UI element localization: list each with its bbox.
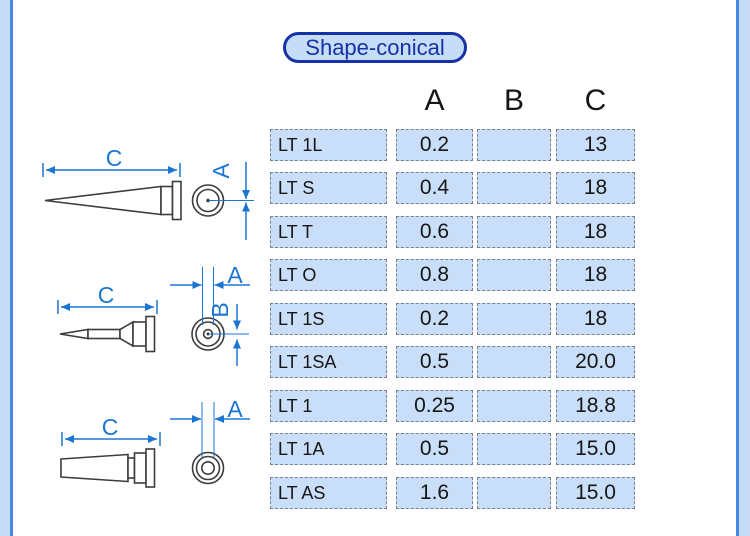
dim-label-c: C bbox=[102, 414, 119, 440]
model-cell: LT 1S bbox=[270, 303, 387, 335]
column-header-c: C bbox=[584, 84, 607, 117]
dim-b-cell bbox=[477, 390, 551, 422]
table-row: LT O 0.8 18 bbox=[0, 259, 750, 291]
table-row: LT T 0.6 18 bbox=[0, 216, 750, 248]
table-row: LT 1 0.25 18.8 bbox=[0, 390, 750, 422]
model-cell: LT 1A bbox=[270, 433, 387, 465]
dim-c-cell: 20.0 bbox=[556, 346, 635, 378]
dim-label-a: A bbox=[227, 262, 243, 288]
dim-b-cell bbox=[477, 129, 551, 161]
tip-front-view bbox=[191, 184, 225, 217]
diagram-truncated-conical: C A bbox=[60, 396, 250, 488]
dim-label-a: A bbox=[227, 396, 243, 422]
tip-front-view bbox=[191, 451, 225, 485]
dim-b-cell bbox=[477, 433, 551, 465]
model-cell: LT T bbox=[270, 216, 387, 248]
diagram-long-conical: C A bbox=[42, 145, 254, 240]
dim-c-cell: 18 bbox=[556, 216, 635, 248]
dim-c-cell: 15.0 bbox=[556, 477, 635, 509]
tip-diagrams: C A C bbox=[42, 145, 254, 488]
tip-side-view bbox=[44, 180, 182, 221]
tip-front-view bbox=[191, 317, 225, 351]
dim-c-cell: 18 bbox=[556, 172, 635, 204]
dim-label-b: B bbox=[207, 302, 233, 317]
page-border-line-left bbox=[10, 0, 13, 536]
dim-label-a: A bbox=[208, 163, 234, 179]
dim-b-cell bbox=[477, 216, 551, 248]
page-border-strip-left bbox=[0, 0, 10, 536]
table-row: LT 1A 0.5 15.0 bbox=[0, 433, 750, 465]
model-cell: LT AS bbox=[270, 477, 387, 509]
page-border-strip-right bbox=[739, 0, 750, 536]
dim-b-cell bbox=[477, 259, 551, 291]
page-title: Shape-conical bbox=[283, 32, 467, 63]
model-cell: LT 1L bbox=[270, 129, 387, 161]
dim-a-cell: 0.2 bbox=[396, 303, 473, 335]
table-row: LT 1S 0.2 18 bbox=[0, 303, 750, 335]
dim-a-cell: 0.4 bbox=[396, 172, 473, 204]
tip-side-view bbox=[59, 315, 156, 353]
tip-side-view bbox=[60, 448, 156, 488]
dim-a-cell: 0.8 bbox=[396, 259, 473, 291]
page-border-line-right bbox=[736, 0, 739, 536]
table-row: LT AS 1.6 15.0 bbox=[0, 477, 750, 509]
table-row: LT S 0.4 18 bbox=[0, 172, 750, 204]
dim-b-cell bbox=[477, 346, 551, 378]
model-cell: LT 1SA bbox=[270, 346, 387, 378]
dim-a-cell: 1.6 bbox=[396, 477, 473, 509]
dim-c-cell: 13 bbox=[556, 129, 635, 161]
dim-a-cell: 0.2 bbox=[396, 129, 473, 161]
dim-b-cell bbox=[477, 303, 551, 335]
dim-a-cell: 0.6 bbox=[396, 216, 473, 248]
dim-a-cell: 0.5 bbox=[396, 346, 473, 378]
dim-c-cell: 18 bbox=[556, 259, 635, 291]
dim-a-cell: 0.5 bbox=[396, 433, 473, 465]
column-header-a: A bbox=[424, 84, 445, 117]
dim-label-c: C bbox=[106, 145, 123, 171]
dim-b-cell bbox=[477, 477, 551, 509]
table-row: LT 1L 0.2 13 bbox=[0, 129, 750, 161]
dim-a-cell: 0.25 bbox=[396, 390, 473, 422]
diagram-round-slim: C A B bbox=[57, 262, 250, 366]
model-cell: LT S bbox=[270, 172, 387, 204]
dim-label-c: C bbox=[98, 282, 115, 308]
dim-c-cell: 15.0 bbox=[556, 433, 635, 465]
dim-c-cell: 18 bbox=[556, 303, 635, 335]
dim-c-cell: 18.8 bbox=[556, 390, 635, 422]
dim-b-cell bbox=[477, 172, 551, 204]
model-cell: LT O bbox=[270, 259, 387, 291]
model-cell: LT 1 bbox=[270, 390, 387, 422]
column-header-b: B bbox=[503, 84, 524, 117]
table-row: LT 1SA 0.5 20.0 bbox=[0, 346, 750, 378]
